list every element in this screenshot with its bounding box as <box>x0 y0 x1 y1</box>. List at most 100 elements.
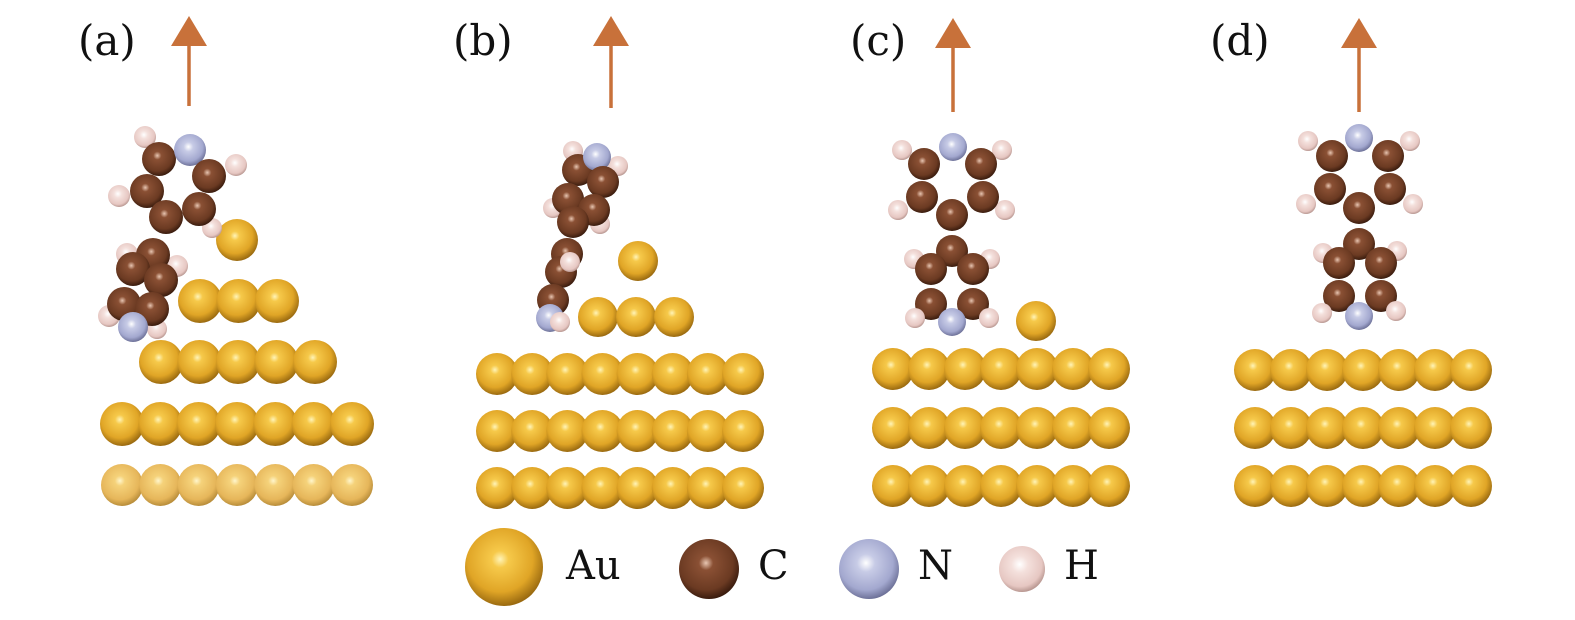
h-atom <box>1386 301 1406 321</box>
au-atom <box>980 407 1022 449</box>
h-atom <box>979 308 999 328</box>
au-atom <box>651 410 694 452</box>
h-atom <box>995 200 1015 220</box>
au-atom <box>1234 349 1276 391</box>
n-atom <box>583 143 611 171</box>
h-atom <box>905 308 925 328</box>
c-atom <box>130 174 164 208</box>
au-atom <box>581 410 624 452</box>
au-atom <box>908 407 950 449</box>
au-atom <box>1414 465 1456 507</box>
n-atom <box>939 133 967 161</box>
au-atom <box>476 410 518 452</box>
h-atom <box>1403 194 1423 214</box>
panel-label-b: (b) <box>453 16 513 65</box>
au-atom <box>1450 349 1492 391</box>
au-atom <box>1306 465 1348 507</box>
au-atom <box>1088 407 1130 449</box>
panel-d <box>1234 124 1492 507</box>
au-atom <box>216 219 258 261</box>
up-arrow-a <box>171 16 207 106</box>
au-atom <box>1342 407 1384 449</box>
au-atom <box>546 467 589 509</box>
c-atom <box>587 166 619 198</box>
panel-c <box>872 133 1130 507</box>
c-atom <box>965 148 997 180</box>
au-atom <box>980 348 1022 390</box>
au-atom <box>1016 348 1058 390</box>
au-atom <box>292 464 335 506</box>
au-atom <box>331 464 373 506</box>
h-atom <box>1400 131 1420 151</box>
c-atom <box>936 199 968 231</box>
up-arrow-c <box>935 18 971 112</box>
au-atom <box>616 410 659 452</box>
au-atom <box>511 467 554 509</box>
au-atom <box>1450 465 1492 507</box>
c-atom <box>116 252 150 286</box>
n-atom <box>1345 302 1373 330</box>
au-atom <box>581 467 624 509</box>
legend-swatch-h <box>999 546 1045 592</box>
au-atom <box>1378 349 1420 391</box>
au-atom <box>253 402 298 446</box>
au-atom <box>1306 407 1348 449</box>
au-atom <box>476 353 518 395</box>
h-atom <box>892 140 912 160</box>
au-atom <box>651 353 694 395</box>
au-atom <box>1016 301 1056 341</box>
legend-label-c: C <box>758 543 789 589</box>
au-atom <box>216 340 260 384</box>
au-atom <box>1342 465 1384 507</box>
au-atom <box>686 353 729 395</box>
n-atom <box>174 134 206 166</box>
au-atom <box>293 340 337 384</box>
au-atom <box>254 464 297 506</box>
au-atom <box>944 407 986 449</box>
au-atom <box>511 353 554 395</box>
au-atom <box>215 402 259 446</box>
panel-label-d: (d) <box>1210 16 1270 65</box>
au-atom <box>139 464 182 506</box>
c-atom <box>149 200 183 234</box>
c-atom <box>967 181 999 213</box>
panel-b <box>476 141 764 509</box>
c-atom <box>908 148 940 180</box>
au-atom <box>1088 465 1130 507</box>
au-atom <box>330 402 374 446</box>
c-atom <box>957 253 989 285</box>
au-atom <box>722 353 764 395</box>
c-atom <box>557 206 589 238</box>
legend-swatch-c <box>679 539 739 599</box>
h-atom <box>225 154 247 176</box>
legend-label-au: Au <box>566 543 621 589</box>
au-atom <box>1378 465 1420 507</box>
au-atom <box>686 467 729 509</box>
h-atom <box>134 126 156 148</box>
au-atom <box>872 465 914 507</box>
h-atom <box>992 140 1012 160</box>
au-atom <box>216 279 261 323</box>
up-arrow-d <box>1341 18 1377 112</box>
au-atom <box>616 353 659 395</box>
n-atom <box>938 308 966 336</box>
au-atom <box>1234 465 1276 507</box>
h-atom <box>1312 303 1332 323</box>
au-atom <box>686 410 729 452</box>
legend-label-n: N <box>918 543 953 589</box>
au-atom <box>178 279 222 323</box>
au-atom <box>100 402 144 446</box>
c-atom <box>1372 140 1404 172</box>
au-atom <box>944 348 986 390</box>
up-arrow-b <box>593 16 629 108</box>
panel-label-a: (a) <box>78 16 136 65</box>
c-atom <box>1365 247 1397 279</box>
au-atom <box>1450 407 1492 449</box>
au-atom <box>216 464 258 506</box>
au-atom <box>944 465 986 507</box>
c-atom <box>915 253 947 285</box>
h-atom <box>1298 131 1318 151</box>
h-atom <box>888 200 908 220</box>
au-atom <box>872 348 914 390</box>
au-atom <box>1052 348 1094 390</box>
